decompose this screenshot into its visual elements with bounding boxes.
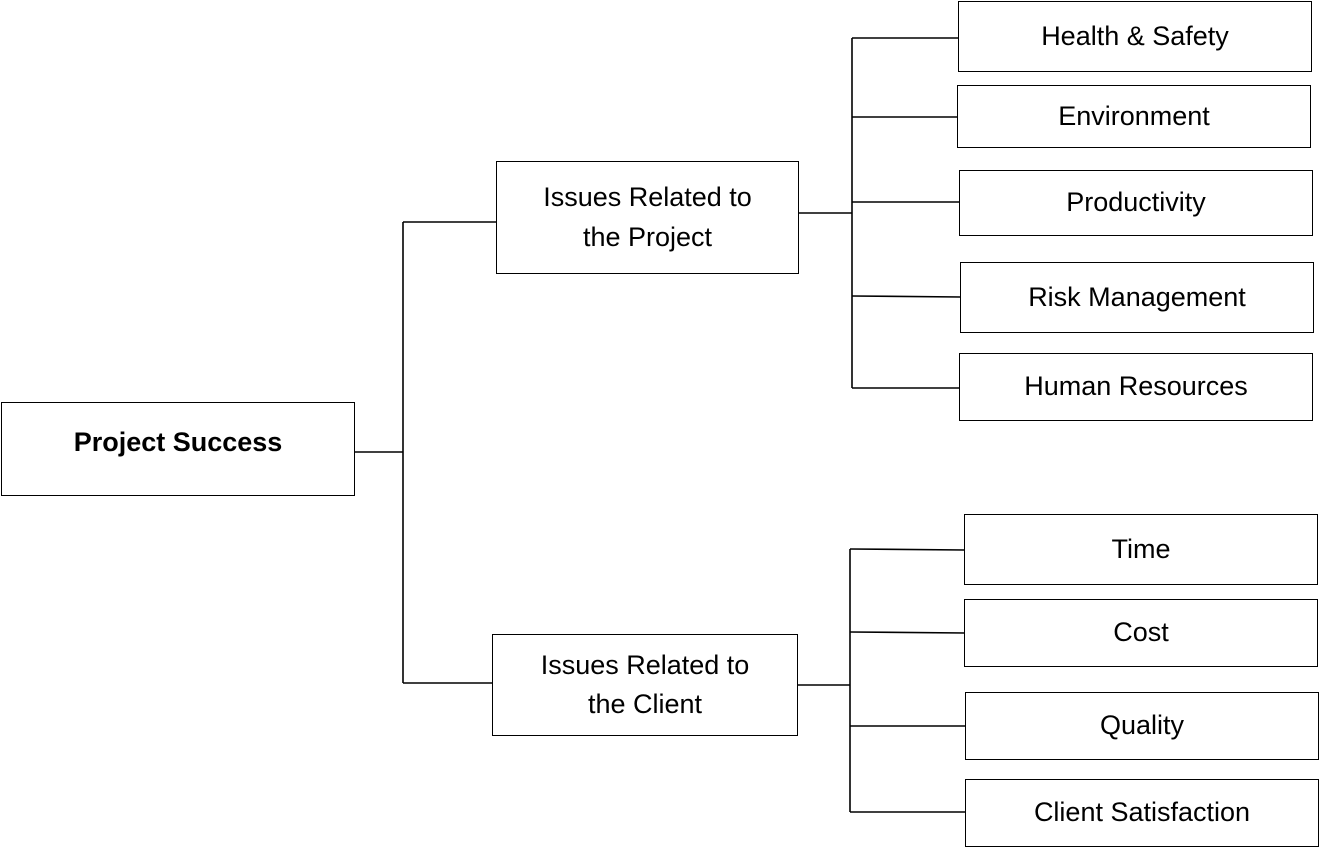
leaf-node-label: Productivity: [1066, 187, 1206, 218]
leaf-node-label: Client Satisfaction: [1033, 797, 1251, 828]
leaf-node-health-safety: Health & Safety: [958, 1, 1312, 72]
branch-node-label: Issues Related to the Project: [543, 182, 752, 252]
leaf-node-risk-management: Risk Management: [960, 262, 1314, 333]
leaf-node-cost: Cost: [964, 599, 1318, 667]
leaf-node-human-resources: Human Resources: [959, 353, 1313, 421]
leaf-node-label: Human Resources: [1024, 371, 1248, 402]
leaf-node-time: Time: [964, 514, 1318, 585]
root-node-project-success: Project Success: [1, 402, 355, 496]
leaf-node-label: Environment: [1058, 100, 1210, 131]
branch-node-label: Issues Related to the Client: [540, 649, 750, 719]
leaf-link-risk-management: [851, 295, 962, 298]
leaf-node-quality: Quality: [965, 692, 1319, 760]
leaf-link-time: [849, 548, 966, 551]
leaf-node-label: Quality: [1099, 710, 1185, 741]
leaf-node-label: Risk Management: [1028, 281, 1246, 312]
leaf-node-label: Cost: [1113, 617, 1169, 648]
leaf-node-label: Time: [1111, 533, 1171, 564]
branch-node-client: Issues Related to the Client: [492, 634, 798, 736]
leaf-node-client-satisfaction: Client Satisfaction: [965, 779, 1319, 847]
branch-node-project: Issues Related to the Project: [496, 161, 799, 274]
root-node-label: Project Success: [73, 427, 283, 457]
leaf-node-label: Health & Safety: [1041, 20, 1229, 51]
leaf-link-cost: [849, 631, 966, 634]
leaf-node-productivity: Productivity: [959, 170, 1313, 236]
leaf-node-environment: Environment: [957, 85, 1311, 148]
